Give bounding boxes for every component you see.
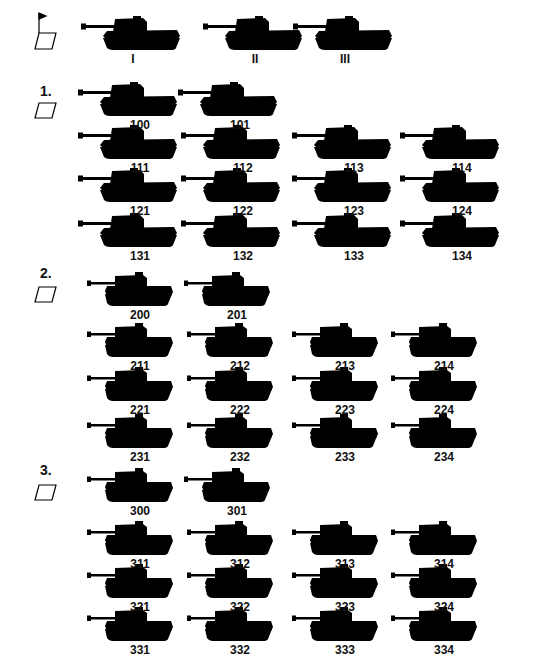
tank-silhouette	[178, 82, 277, 116]
tank-number: 211	[130, 359, 149, 373]
tank-number: 300	[130, 504, 150, 518]
tank-number: 314	[434, 557, 454, 571]
tank-silhouette	[87, 468, 173, 502]
tank-silhouette	[187, 323, 273, 357]
tank-silhouette	[391, 521, 477, 555]
tank-number: 223	[335, 403, 355, 417]
tank-number: 200	[130, 308, 150, 322]
tank-number: 311	[130, 557, 149, 571]
tank-number: 234	[434, 450, 454, 464]
tank-number: 312	[230, 557, 250, 571]
tank-silhouette	[181, 168, 280, 202]
tank-number: 132	[233, 249, 253, 263]
tank-number: 100	[130, 118, 150, 132]
tank-silhouette	[400, 125, 499, 159]
tank-silhouette	[292, 213, 391, 247]
company-symbol	[35, 103, 56, 118]
tank-number: I	[131, 52, 134, 66]
company-number: 3.	[40, 463, 52, 477]
tank-number: 224	[434, 403, 454, 417]
tank-number: 323	[335, 600, 355, 614]
tank-silhouette	[78, 168, 177, 202]
tank-number: 112	[233, 161, 252, 175]
hq-symbol	[35, 33, 56, 49]
tank-number: 232	[230, 450, 250, 464]
tank-number: 333	[335, 643, 355, 657]
tank-number: 101	[230, 118, 250, 132]
tank-number: 123	[344, 204, 364, 218]
tank-silhouette	[78, 125, 177, 159]
tank-silhouette	[184, 272, 270, 306]
tank-number: III	[340, 52, 350, 66]
tank-number: 212	[230, 359, 250, 373]
tank-number: 201	[227, 308, 247, 322]
company-number: 2.	[40, 266, 52, 280]
tank-number: 231	[130, 450, 150, 464]
tank-silhouette	[78, 213, 177, 247]
tank-number: 121	[130, 204, 150, 218]
tank-number: 114	[452, 161, 471, 175]
tank-number: 222	[230, 403, 250, 417]
tank-silhouette	[400, 168, 499, 202]
tank-number: 332	[230, 643, 250, 657]
tank-number: 313	[335, 557, 355, 571]
tank-silhouette	[87, 367, 173, 401]
tank-silhouette	[293, 16, 392, 50]
unit-symbols	[35, 13, 56, 500]
tank-number: 133	[344, 249, 364, 263]
tank-silhouette	[81, 16, 180, 50]
tank-number: 321	[130, 600, 150, 614]
tank-silhouette	[181, 213, 280, 247]
tank-number: II	[252, 52, 259, 66]
tank-silhouette	[184, 468, 270, 502]
tank-number: 331	[130, 643, 150, 657]
tank-silhouette	[87, 272, 173, 306]
tank-silhouette	[78, 82, 177, 116]
tank-silhouette	[187, 414, 273, 448]
tank-silhouette	[292, 323, 378, 357]
tank-number: 124	[452, 204, 472, 218]
flag	[39, 13, 46, 19]
tank-number: 131	[130, 249, 150, 263]
tank-number: 322	[230, 600, 250, 614]
tank-silhouette	[87, 521, 173, 555]
tank-silhouette	[187, 521, 273, 555]
tank-silhouette	[400, 213, 499, 247]
tank-number: 324	[434, 600, 454, 614]
tank-number: 334	[434, 643, 454, 657]
tank-silhouette	[292, 521, 378, 555]
company-symbol	[35, 287, 56, 302]
tank-silhouette	[292, 125, 391, 159]
tank-silhouette	[292, 168, 391, 202]
company-number: 1.	[40, 84, 52, 98]
company-symbol	[35, 485, 56, 500]
tank-number: 113	[344, 161, 363, 175]
tank-number: 221	[130, 403, 150, 417]
tank-silhouette	[87, 564, 173, 598]
tank-number: 122	[233, 204, 253, 218]
tank-number: 213	[335, 359, 355, 373]
tank-silhouette	[391, 414, 477, 448]
tank-number: 233	[335, 450, 355, 464]
tank-silhouette	[203, 16, 302, 50]
tank-number: 214	[434, 359, 454, 373]
tank-silhouette	[87, 414, 173, 448]
tank-silhouette	[391, 323, 477, 357]
tank-silhouettes	[78, 16, 499, 641]
tank-number: 111	[131, 161, 150, 175]
tank-silhouette	[292, 414, 378, 448]
tank-number: 301	[227, 504, 247, 518]
tank-number: 134	[452, 249, 472, 263]
tank-silhouette	[87, 323, 173, 357]
